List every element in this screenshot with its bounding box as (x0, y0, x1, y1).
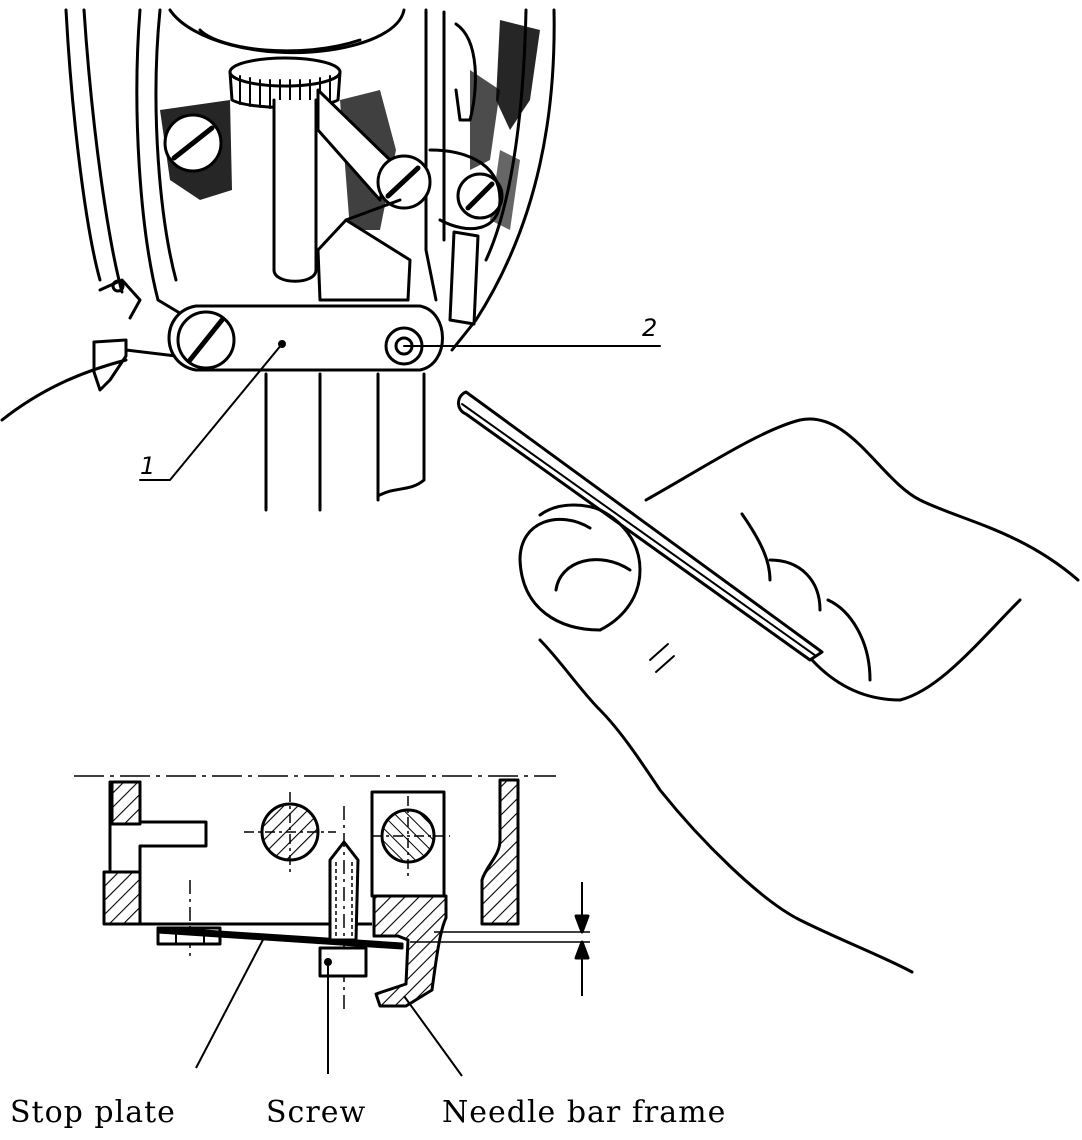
section-view-drawing (74, 775, 590, 1077)
needle-bar-frame-caption: Needle bar frame (442, 1095, 726, 1130)
callout-2-label: 2 (642, 314, 657, 342)
upper-mechanism-drawing (0, 8, 1080, 974)
screw-caption: Screw (266, 1095, 366, 1130)
callout-1-label: 1 (140, 452, 155, 480)
stop-plate-caption: Stop plate (10, 1095, 176, 1130)
